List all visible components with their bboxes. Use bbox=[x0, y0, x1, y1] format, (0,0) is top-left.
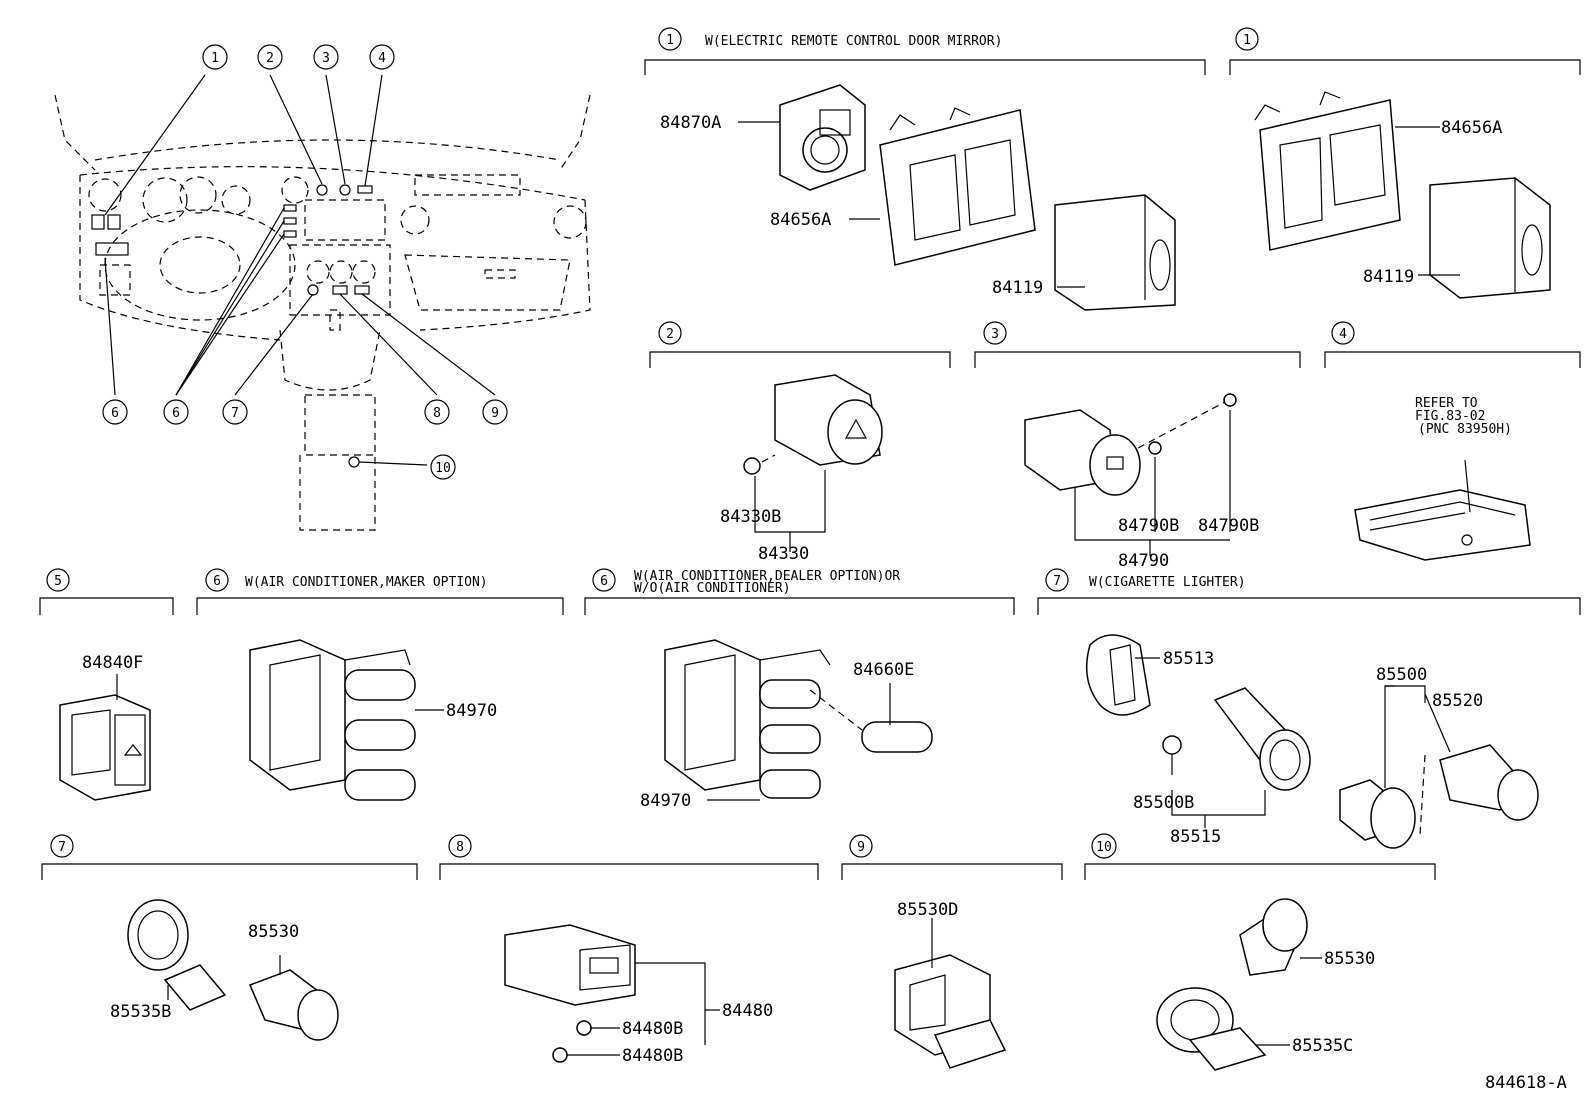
overview-callouts: 1 2 3 4 6 6 7 8 9 10 bbox=[102, 44, 508, 480]
part-84840F: 84840F bbox=[82, 653, 143, 673]
part-84656A-b: 84656A bbox=[1441, 118, 1502, 138]
part-84480B-b: 84480B bbox=[622, 1046, 683, 1066]
overview-callout-2: 2 bbox=[266, 51, 274, 66]
overview-callout-circle bbox=[257, 44, 283, 70]
refer-line2: FIG.83-02 bbox=[1415, 409, 1485, 424]
overview-callout-7: 7 bbox=[231, 406, 239, 421]
overview-callout-circle bbox=[163, 399, 189, 425]
part-85515: 85515 bbox=[1170, 827, 1221, 847]
overview-callout-circle bbox=[424, 399, 450, 425]
section-6b-num: 6 bbox=[600, 574, 608, 589]
part-85520: 85520 bbox=[1432, 691, 1483, 711]
part-85535B: 85535B bbox=[110, 1002, 171, 1022]
part-sketches bbox=[59, 84, 1551, 1071]
part-84970-a: 84970 bbox=[446, 701, 497, 721]
section-8-num: 8 bbox=[456, 840, 464, 855]
section-3-num: 3 bbox=[991, 327, 999, 342]
part-84790B-a: 84790B bbox=[1118, 516, 1179, 536]
part-84330B: 84330B bbox=[720, 507, 781, 527]
section-6b-caption-line1: W(AIR CONDITIONER,DEALER OPTION)OR bbox=[634, 569, 900, 584]
part-85535C: 85535C bbox=[1292, 1036, 1353, 1056]
part-84480: 84480 bbox=[722, 1001, 773, 1021]
section-7a-num: 7 bbox=[1053, 574, 1061, 589]
section-2-num: 2 bbox=[666, 327, 674, 342]
part-84660E: 84660E bbox=[853, 660, 914, 680]
section-1b-num: 1 bbox=[1243, 33, 1251, 48]
overview-callout-1: 1 bbox=[211, 51, 219, 66]
overview-callout-3: 3 bbox=[322, 51, 330, 66]
part-84330: 84330 bbox=[758, 544, 809, 564]
part-85530D: 85530D bbox=[897, 900, 958, 920]
part-numbers: 84870A 84656A 84119 84656A 84119 84330B … bbox=[82, 113, 1567, 1093]
part-84656A: 84656A bbox=[770, 210, 831, 230]
refer-line3: (PNC 83950H) bbox=[1418, 422, 1512, 437]
overview-callout-circle bbox=[430, 454, 456, 480]
dashboard-overview bbox=[54, 74, 591, 531]
section-1a-caption: W(ELECTRIC REMOTE CONTROL DOOR MIRROR) bbox=[705, 34, 1002, 49]
overview-callout-6: 6 bbox=[111, 406, 119, 421]
section-6a-num: 6 bbox=[213, 574, 221, 589]
section-1a-num: 1 bbox=[666, 33, 674, 48]
part-85500: 85500 bbox=[1376, 665, 1427, 685]
overview-callout-4: 4 bbox=[378, 51, 386, 66]
part-84790: 84790 bbox=[1118, 551, 1169, 571]
overview-callout-8: 8 bbox=[433, 406, 441, 421]
overview-callout-10: 10 bbox=[435, 461, 451, 476]
overview-callout-circle bbox=[313, 44, 339, 70]
part-84790B-b: 84790B bbox=[1198, 516, 1259, 536]
part-85500B: 85500B bbox=[1133, 793, 1194, 813]
leader-lines bbox=[116, 121, 1471, 1056]
section-4-num: 4 bbox=[1339, 327, 1347, 342]
section-5-num: 5 bbox=[54, 574, 62, 589]
part-85513: 85513 bbox=[1163, 649, 1214, 669]
refer-line1: REFER TO bbox=[1415, 396, 1478, 411]
overview-callout-circle bbox=[222, 399, 248, 425]
section-10-num: 10 bbox=[1096, 840, 1112, 855]
part-84970-b: 84970 bbox=[640, 791, 691, 811]
part-85530-b: 85530 bbox=[1324, 949, 1375, 969]
part-84480B-a: 84480B bbox=[622, 1019, 683, 1039]
part-84119: 84119 bbox=[992, 278, 1043, 298]
section-7b-num: 7 bbox=[58, 840, 66, 855]
section-6b-caption-line2: W/O(AIR CONDITIONER) bbox=[634, 581, 791, 596]
section-headers: 1 W(ELECTRIC REMOTE CONTROL DOOR MIRROR)… bbox=[46, 27, 1355, 859]
overview-callout-9: 9 bbox=[491, 406, 499, 421]
part-85530-a: 85530 bbox=[248, 922, 299, 942]
overview-callout-circle bbox=[202, 44, 228, 70]
drawing-id: 844618-A bbox=[1485, 1073, 1567, 1093]
overview-callout-circle bbox=[482, 399, 508, 425]
overview-callout-6: 6 bbox=[172, 406, 180, 421]
part-84119-b: 84119 bbox=[1363, 267, 1414, 287]
section-frames bbox=[39, 59, 1581, 880]
overview-callout-circle bbox=[102, 399, 128, 425]
part-84870A: 84870A bbox=[660, 113, 721, 133]
section-7a-caption: W(CIGARETTE LIGHTER) bbox=[1089, 575, 1246, 590]
section-6a-caption: W(AIR CONDITIONER,MAKER OPTION) bbox=[245, 575, 488, 590]
section-9-num: 9 bbox=[857, 840, 865, 855]
overview-callout-circle bbox=[369, 44, 395, 70]
